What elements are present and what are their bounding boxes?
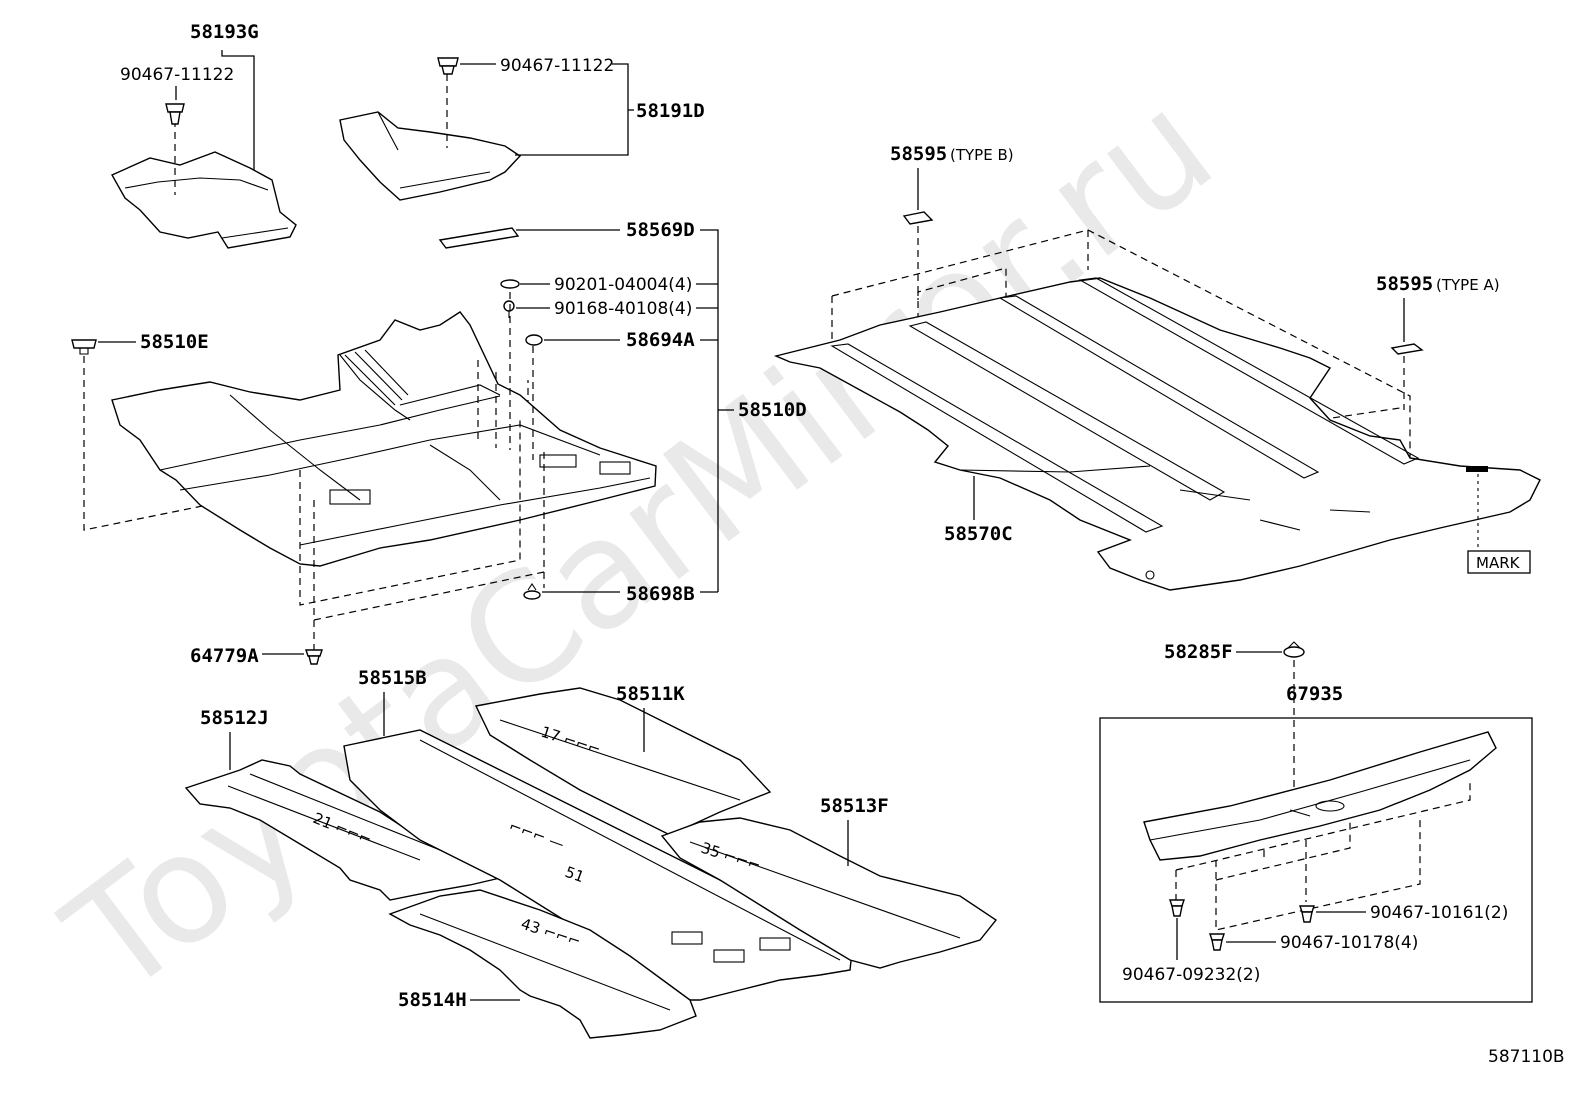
label-90467-09232: 90467-09232(2): [1122, 965, 1260, 985]
plate-58569D: [438, 227, 520, 249]
label-58193G: 58193G: [190, 21, 259, 43]
clip-58694A: [525, 334, 543, 346]
clip-58285F: [1283, 641, 1305, 658]
mat-58513F-drawing: 35 ⌐⌐⌐: [660, 817, 998, 969]
label-90201-04004: 90201-04004(4): [554, 275, 692, 295]
label-90467-10178: 90467-10178(4): [1280, 933, 1418, 953]
mat-58515B-drawing: ⌐⌐⌐ — 51: [343, 729, 853, 1001]
nut-90201: [500, 279, 520, 289]
label-90467-10161: 90467-10161(2): [1370, 903, 1508, 923]
clip-58698B: [523, 583, 541, 600]
label-90467-11122-right: 90467-11122: [500, 56, 614, 76]
clip-90467-09232: [1169, 899, 1185, 917]
label-58512J: 58512J: [200, 707, 269, 729]
pad-58595-type-a: [1390, 343, 1424, 355]
mat-58193G-drawing: [111, 103, 297, 249]
label-67935: 67935: [1286, 683, 1343, 705]
clip-64779A: [305, 649, 323, 665]
label-90467-11122-left: 90467-11122: [120, 65, 234, 85]
clip-90467-10178: [1209, 933, 1225, 951]
label-58569D: 58569D: [626, 219, 695, 241]
label-58285F: 58285F: [1164, 641, 1233, 663]
pad-58595-type-b: [902, 211, 934, 225]
assembly-box-67935: [1099, 717, 1533, 1003]
label-58510D: 58510D: [738, 399, 807, 421]
label-90168-40108: 90168-40108(4): [554, 299, 692, 319]
label-58510E: 58510E: [140, 331, 209, 353]
label-58595-type-a: 58595: [1376, 273, 1433, 295]
label-58570C: 58570C: [944, 523, 1013, 545]
label-58694A: 58694A: [626, 329, 695, 351]
label-58191D: 58191D: [636, 100, 705, 122]
clip-58510E: [71, 339, 97, 355]
mat-58515B-number: 51: [563, 863, 587, 886]
bolt-90168: [503, 300, 515, 318]
label-58595-type-b: 58595: [890, 143, 947, 165]
drawing-code: 587110B: [1488, 1047, 1565, 1067]
floor-mat-58510D-drawing: [111, 311, 657, 567]
label-58514H: 58514H: [398, 989, 467, 1011]
mat-58511K-drawing: 17 ⌐⌐⌐: [474, 687, 772, 836]
label-58595-type-b-suffix: (TYPE B): [950, 146, 1014, 164]
label-58513F: 58513F: [820, 795, 889, 817]
mat-58512J-drawing: 21 ⌐⌐⌐: [184, 759, 522, 901]
rear-mat-58570C-drawing: [773, 229, 1541, 591]
label-mark: MARK: [1476, 554, 1521, 572]
clip-90467-10161: [1299, 905, 1315, 923]
step-cover-67935-drawing: [1143, 731, 1497, 861]
label-58698B: 58698B: [626, 583, 695, 605]
label-58595-type-a-suffix: (TYPE A): [1436, 276, 1500, 294]
label-58511K: 58511K: [616, 683, 685, 705]
mat-58191D-drawing: [339, 57, 522, 201]
mark-box: [1467, 550, 1531, 574]
label-64779A: 64779A: [190, 645, 259, 667]
label-58515B: 58515B: [358, 667, 427, 689]
